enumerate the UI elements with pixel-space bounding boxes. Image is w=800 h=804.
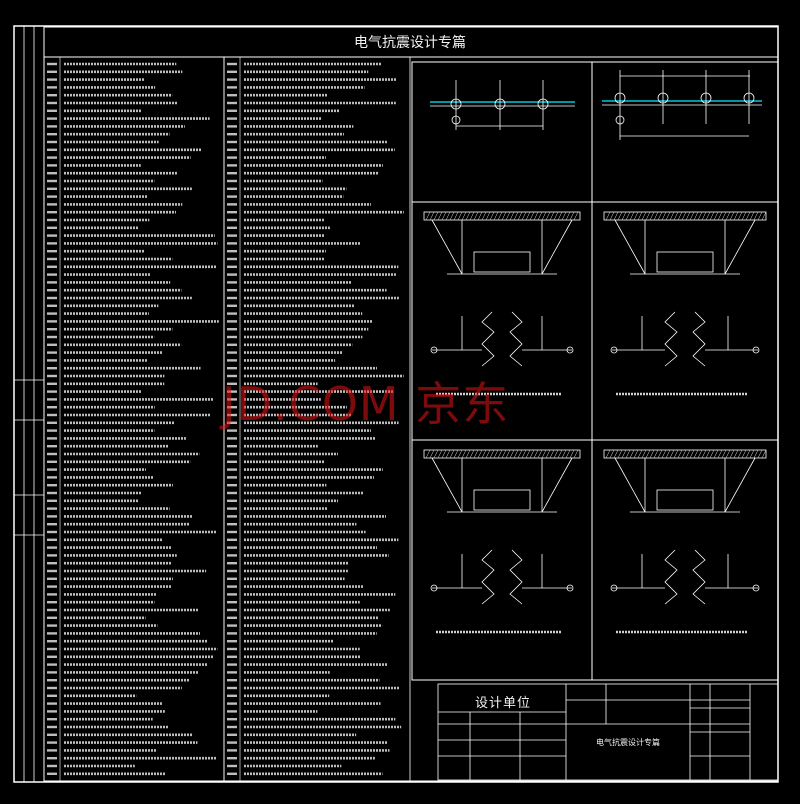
brace-detail-panels — [423, 211, 767, 634]
spec-text-rows — [47, 62, 404, 776]
seismic-brace-detail — [603, 449, 767, 634]
seismic-brace-detail — [423, 211, 581, 396]
title-block-company: 设计单位 — [474, 695, 531, 711]
details-frame — [411, 61, 779, 681]
spec-table-right — [223, 56, 411, 782]
seismic-brace-detail — [603, 211, 767, 396]
drawing-title: 电气抗震设计专篇 — [354, 35, 466, 51]
seismic-brace-detail — [423, 449, 581, 634]
detail-plan-3span — [602, 70, 762, 140]
title-block-drawing-name: 电气抗震设计专篇 — [596, 738, 660, 747]
watermark: JD.COM 京东 — [222, 377, 510, 431]
title-block — [437, 683, 779, 781]
detail-plan-2span — [430, 80, 575, 130]
